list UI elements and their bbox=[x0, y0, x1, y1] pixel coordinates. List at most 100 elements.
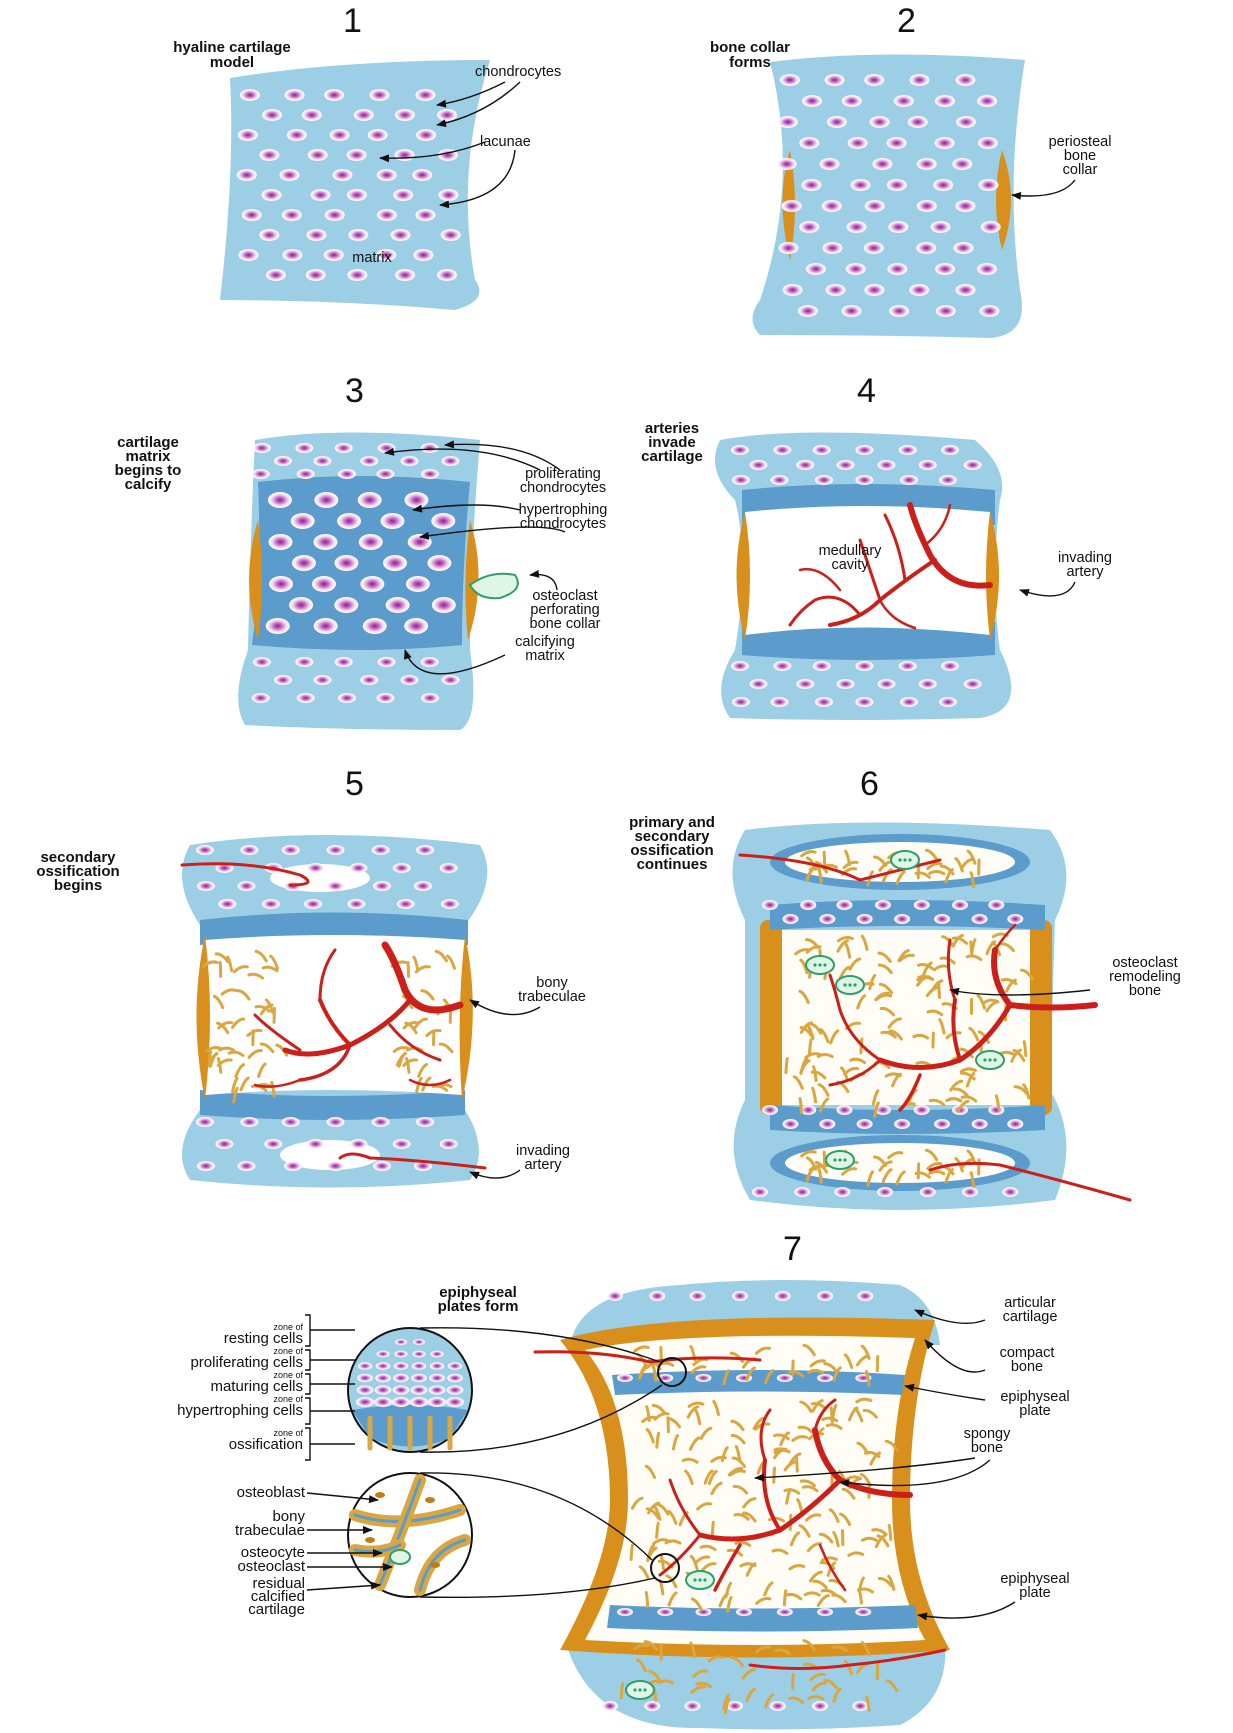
chondrocyte bbox=[780, 74, 800, 86]
chondrocyte bbox=[894, 1119, 910, 1129]
chondrocyte bbox=[416, 129, 436, 141]
panel-number: 1 bbox=[343, 2, 362, 40]
chondrocyte bbox=[855, 1608, 871, 1616]
chondrocyte bbox=[373, 1161, 391, 1171]
panel-number: 4 bbox=[857, 372, 876, 410]
chondrocyte bbox=[421, 693, 439, 703]
trabecula bbox=[646, 1592, 647, 1606]
chondrocyte bbox=[410, 1397, 428, 1407]
panel-4: 4 arteries invade cartilage medullary ca… bbox=[641, 372, 1112, 720]
chondrocyte bbox=[411, 1374, 427, 1382]
chondrocyte bbox=[412, 169, 432, 181]
chondrocyte bbox=[242, 209, 262, 221]
chondrocyte bbox=[295, 443, 313, 453]
chondrocyte bbox=[819, 914, 835, 924]
chondrocyte bbox=[447, 1374, 463, 1382]
chondrocyte bbox=[446, 1397, 464, 1407]
chondrocyte bbox=[285, 89, 305, 101]
chondrocyte bbox=[259, 229, 279, 241]
chondrocyte bbox=[855, 475, 873, 485]
chondrocyte bbox=[414, 881, 432, 891]
chondrocyte bbox=[855, 697, 873, 707]
osteoclast bbox=[390, 1550, 410, 1564]
label-hypertrophing: chondrocytes bbox=[520, 516, 606, 532]
chondrocyte bbox=[374, 1397, 392, 1407]
chondrocyte bbox=[427, 555, 451, 571]
chondrocyte bbox=[240, 89, 260, 101]
chondrocyte bbox=[931, 221, 951, 233]
compact-bone-left bbox=[760, 920, 782, 1115]
chondrocyte bbox=[935, 263, 955, 275]
chondrocyte bbox=[826, 284, 846, 296]
chondrocyte bbox=[393, 863, 411, 873]
chondrocyte bbox=[731, 445, 749, 455]
chondrocyte bbox=[846, 263, 866, 275]
chondrocyte bbox=[326, 845, 344, 855]
chondrocyte bbox=[412, 1351, 425, 1358]
compact-bone-right bbox=[1030, 920, 1052, 1115]
chondrocyte bbox=[935, 137, 955, 149]
trabecula bbox=[657, 1523, 659, 1537]
label-chondrocytes: chondrocytes bbox=[475, 64, 561, 80]
chondrocyte bbox=[837, 679, 855, 689]
chondrocyte bbox=[887, 179, 907, 191]
trabecula bbox=[774, 1468, 775, 1482]
zone-label: proliferating cells bbox=[190, 1354, 303, 1371]
chondrocyte bbox=[813, 445, 831, 455]
chondrocyte bbox=[406, 576, 430, 592]
chondrocyte bbox=[282, 845, 300, 855]
chondrocyte bbox=[695, 1374, 711, 1382]
chondrocyte bbox=[689, 1291, 705, 1301]
chondrocyte bbox=[953, 242, 973, 254]
chondrocyte bbox=[1007, 914, 1023, 924]
chondrocyte bbox=[917, 200, 937, 212]
chondrocyte bbox=[836, 1105, 852, 1115]
panel-2: 2 bone collar forms periosteal bone coll… bbox=[710, 2, 1111, 338]
chondrocyte bbox=[855, 661, 873, 671]
label-plate: plate bbox=[1019, 1585, 1050, 1601]
chondrocyte bbox=[877, 1187, 893, 1197]
chondrocyte bbox=[377, 169, 397, 181]
trabecula bbox=[661, 1645, 662, 1659]
chondrocyte bbox=[939, 697, 957, 707]
label-collar: collar bbox=[1063, 162, 1098, 178]
chondrocyte bbox=[395, 1339, 407, 1345]
chondrocyte bbox=[252, 469, 270, 479]
chondrocyte bbox=[812, 1701, 828, 1711]
chondrocyte bbox=[347, 149, 367, 161]
chondrocyte bbox=[253, 443, 271, 453]
chondrocyte bbox=[894, 914, 910, 924]
panel-5: 5 secondary ossification begins bbox=[36, 765, 586, 1188]
chondrocyte bbox=[851, 179, 871, 191]
chondrocyte bbox=[773, 661, 791, 671]
chondrocyte bbox=[972, 1119, 988, 1129]
chondrocyte bbox=[732, 475, 750, 485]
chondrocyte bbox=[308, 149, 328, 161]
chondrocyte bbox=[393, 189, 413, 201]
trabecula bbox=[657, 1433, 659, 1447]
chondrocyte bbox=[334, 597, 358, 613]
chondrocyte bbox=[934, 1119, 950, 1129]
chondrocyte bbox=[889, 305, 909, 317]
zone-label: ossification bbox=[229, 1436, 303, 1453]
chondrocyte bbox=[354, 109, 374, 121]
chondrocyte bbox=[380, 513, 404, 529]
chondrocyte bbox=[397, 899, 415, 909]
chondrocyte bbox=[823, 242, 843, 254]
chondrocyte bbox=[749, 679, 767, 689]
label-lacunae: lacunae bbox=[480, 134, 531, 150]
chondrocyte bbox=[326, 1117, 344, 1127]
label-trabeculae: trabeculae bbox=[518, 989, 586, 1005]
label-artery: artery bbox=[1066, 564, 1104, 580]
chondrocyte bbox=[964, 679, 982, 689]
trabecula bbox=[786, 1059, 787, 1073]
chondrocyte bbox=[307, 1139, 325, 1149]
chondrocyte bbox=[777, 1374, 793, 1382]
chondrocyte bbox=[955, 200, 975, 212]
chondrocyte bbox=[239, 249, 259, 261]
chondrocyte bbox=[800, 900, 816, 910]
chondrocyte bbox=[196, 845, 214, 855]
chondrocyte bbox=[284, 1161, 302, 1171]
chondrocyte bbox=[262, 899, 280, 909]
chondrocyte bbox=[347, 899, 365, 909]
